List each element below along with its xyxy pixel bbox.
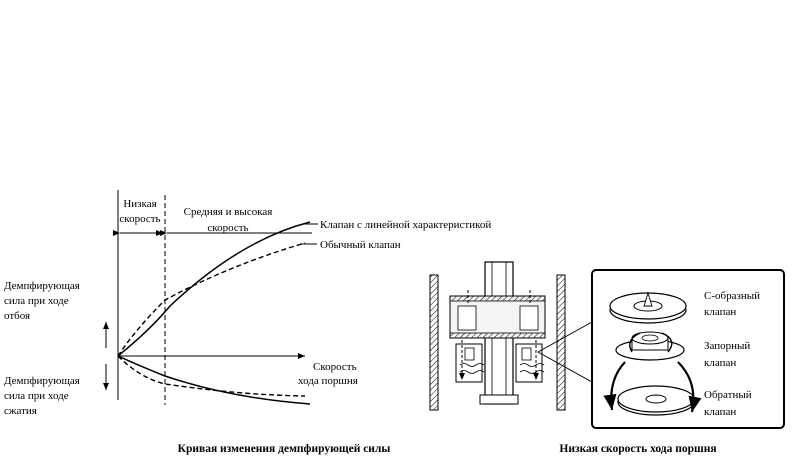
c-valve-label: С-образный (704, 290, 760, 302)
detail-leader (537, 321, 593, 353)
normal-valve-curve-compression (117, 355, 306, 397)
return-valve-label: клапан (704, 406, 736, 418)
y-label-compression: сжатия (4, 405, 37, 417)
oil-flow-right (677, 361, 702, 413)
return-valve-part (617, 385, 695, 416)
legend-normal-label: Обычный клапан (320, 239, 401, 251)
region-low-label: скорость (119, 213, 160, 225)
x-axis-label: хода поршня (298, 375, 358, 387)
flow-arrow-left (462, 290, 468, 380)
valve-cutaway: С-образный клапан Запорный клапан Обратн… (429, 261, 785, 455)
cylinder-wall-left (429, 274, 439, 411)
cylinder-wall-right (556, 274, 566, 411)
check-valve-label: клапан (704, 357, 736, 369)
y-label-rebound: отбоя (4, 310, 30, 322)
region-mid-label: скорость (207, 222, 248, 234)
x-axis-label: Скорость (313, 361, 357, 373)
normal-valve-curve (117, 242, 306, 357)
region-low-label: Низкая (123, 198, 156, 210)
y-label-rebound: сила при ходе (4, 295, 69, 307)
return-valve-label: Обратный (704, 389, 752, 401)
c-shaped-valve-part (609, 291, 687, 324)
check-valve-label: Запорный (704, 340, 750, 352)
check-valve-part (615, 331, 685, 361)
flow-arrow-right (530, 290, 536, 380)
linear-valve-curve (117, 221, 311, 357)
legend-linear-label: Клапан с линейной характеристикой (320, 219, 491, 231)
c-valve-label: клапан (704, 306, 736, 318)
graph-caption: Кривая изменения демпфирующей силы (178, 443, 391, 455)
linear-valve-curve-compression (117, 355, 311, 405)
y-label-compression: Демпфирующая (4, 375, 80, 387)
y-label-rebound: Демпфирующая (4, 280, 80, 292)
region-mid-label: Средняя и высокая (184, 206, 273, 218)
y-label-compression: сила при ходе (4, 390, 69, 402)
damping-force-graph: Низкая скорость Средняя и высокая скорос… (4, 190, 491, 455)
oil-flow-left (603, 361, 626, 411)
valve-caption: Низкая скорость хода поршня (559, 443, 716, 455)
